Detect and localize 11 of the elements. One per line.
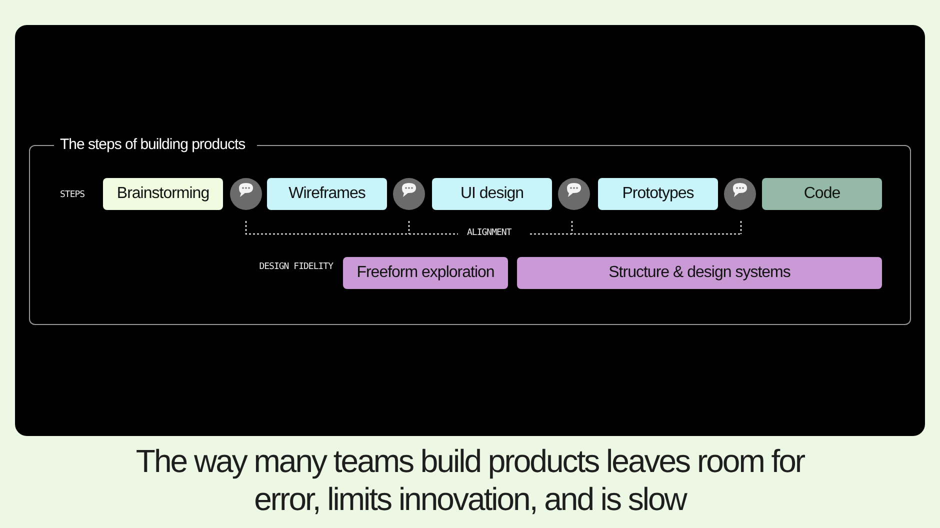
row-label: STEPS bbox=[60, 190, 85, 201]
row-label: ALIGNMENT bbox=[467, 228, 512, 239]
caption: The way many teams build products leaves room for error, limits innovation, and is slow bbox=[134, 442, 806, 518]
step-card: Wireframes bbox=[267, 178, 387, 210]
step-card: Prototypes bbox=[598, 178, 718, 210]
row-label: DESIGN FIDELITY bbox=[258, 262, 333, 273]
fidelity-bar: Freeform exploration bbox=[343, 257, 508, 289]
step-card: Brainstorming bbox=[103, 178, 223, 210]
step-card: UI design bbox=[432, 178, 552, 210]
fidelity-bar: Structure & design systems bbox=[517, 257, 882, 289]
step-card: Code bbox=[762, 178, 882, 210]
